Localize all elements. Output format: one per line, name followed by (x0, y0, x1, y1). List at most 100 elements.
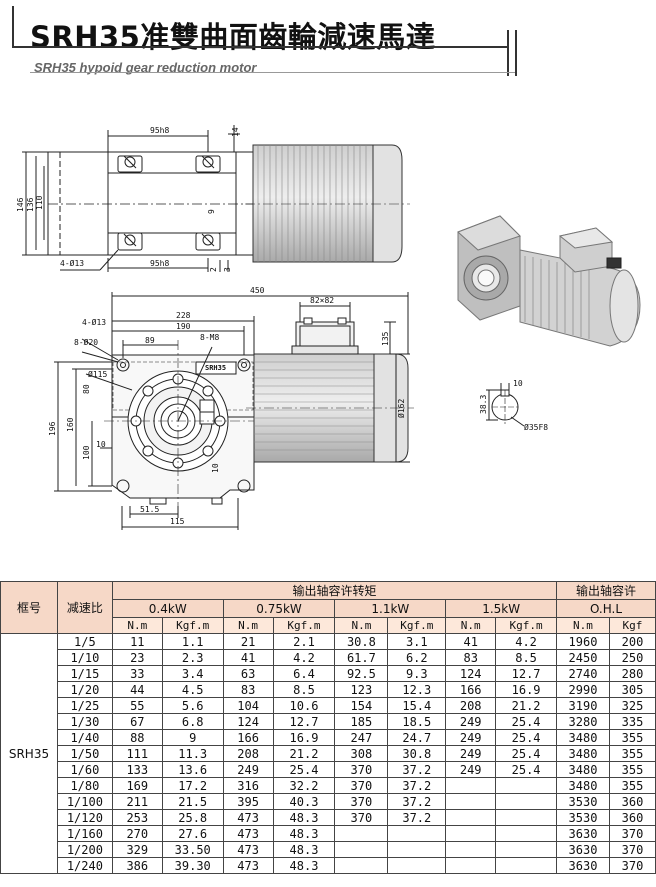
value-cell: 473 (222, 825, 274, 842)
value-cell: 37.2 (387, 793, 447, 810)
unit-header: Kgf.m (272, 617, 336, 634)
power-header: O.H.L (556, 599, 656, 618)
value-cell: 2740 (556, 665, 610, 682)
dim-text: Ø162 (396, 399, 406, 418)
ratio-cell: 1/30 (56, 713, 113, 730)
value-cell: 386 (111, 857, 163, 874)
value-cell: 12.7 (495, 665, 558, 682)
value-cell: 25.4 (272, 761, 336, 778)
value-cell: 11.3 (161, 745, 224, 762)
value-cell: 8.5 (495, 649, 558, 666)
value-cell: 473 (222, 809, 274, 826)
dim-text: Ø115 (88, 369, 107, 379)
ratio-cell: 1/60 (56, 761, 113, 778)
ratio-cell: 1/120 (56, 809, 113, 826)
ratio-cell: 1/10 (56, 649, 113, 666)
unit-header: Kgf.m (387, 617, 447, 634)
value-cell: 355 (608, 729, 656, 746)
value-cell: 335 (608, 713, 656, 730)
value-cell: 8.5 (272, 681, 336, 698)
page-title: SRH35准雙曲面齒輪減速馬達 (30, 20, 436, 54)
value-cell: 16.9 (272, 729, 336, 746)
value-cell: 3630 (556, 825, 610, 842)
value-cell (495, 841, 558, 858)
value-cell: 473 (222, 841, 274, 858)
value-cell: 370 (608, 841, 656, 858)
value-cell: 55 (111, 697, 163, 714)
dim-text: 100 (82, 445, 91, 460)
dim-text: 8-Ø20 (74, 337, 98, 347)
dim-text: 8-M8 (200, 333, 219, 342)
page-header: SRH35准雙曲面齒輪減速馬達 SRH35 hypoid gear reduct… (0, 0, 656, 80)
value-cell: 360 (608, 793, 656, 810)
value-cell: 370 (334, 809, 389, 826)
value-cell (445, 825, 497, 842)
subtitle-rule (30, 72, 515, 73)
value-cell (445, 857, 497, 874)
title-rule (12, 46, 507, 48)
value-cell: 473 (222, 857, 274, 874)
value-cell: 48.3 (272, 841, 336, 858)
value-cell: 325 (608, 697, 656, 714)
value-cell (495, 809, 558, 826)
value-cell: 25.4 (495, 761, 558, 778)
value-cell: 2990 (556, 681, 610, 698)
dim-text: 10 (96, 440, 106, 449)
ohl-header: 输出轴容许 (556, 581, 656, 600)
value-cell: 48.3 (272, 825, 336, 842)
ratio-cell: 1/50 (56, 745, 113, 762)
value-cell: 12.3 (387, 681, 447, 698)
value-cell: 370 (334, 777, 389, 794)
value-cell: 249 (445, 745, 497, 762)
value-cell: 44 (111, 681, 163, 698)
value-cell: 27.6 (161, 825, 224, 842)
value-cell: 17.2 (161, 777, 224, 794)
unit-header: Kgf (608, 617, 656, 634)
value-cell: 11 (111, 633, 163, 650)
value-cell: 67 (111, 713, 163, 730)
value-cell: 166 (222, 729, 274, 746)
value-cell: 4.5 (161, 681, 224, 698)
dim-text: 51.5 (140, 505, 159, 514)
value-cell: 2.3 (161, 649, 224, 666)
unit-header: N.m (445, 617, 497, 634)
value-cell: 185 (334, 713, 389, 730)
value-cell: 3280 (556, 713, 610, 730)
value-cell: 3630 (556, 857, 610, 874)
product-photo (457, 215, 641, 347)
dim-text: 2 (209, 267, 218, 272)
value-cell: 88 (111, 729, 163, 746)
title-bracket-left (12, 6, 14, 48)
ratio-cell: 1/100 (56, 793, 113, 810)
value-cell: 25.4 (495, 729, 558, 746)
value-cell: 25.4 (495, 745, 558, 762)
col-ratio-header: 减速比 (56, 581, 113, 634)
ratio-cell: 1/160 (56, 825, 113, 842)
value-cell: 30.8 (387, 745, 447, 762)
unit-header: Kgf.m (495, 617, 558, 634)
spec-table: 框号 减速比 输出轴容许转矩 输出轴容许 0.4kW 0.75kW 1.1kW … (0, 581, 656, 874)
value-cell: 1.1 (161, 633, 224, 650)
value-cell: 111 (111, 745, 163, 762)
value-cell: 4.2 (495, 633, 558, 650)
value-cell: 208 (222, 745, 274, 762)
value-cell: 21.2 (495, 697, 558, 714)
value-cell: 249 (222, 761, 274, 778)
value-cell: 40.3 (272, 793, 336, 810)
dim-text: 115 (170, 517, 185, 526)
dim-text: 14 (231, 127, 240, 137)
dim-text: 3 (223, 267, 232, 272)
col-frame-header: 框号 (0, 581, 58, 634)
value-cell: 6.4 (272, 665, 336, 682)
nameplate-label: SRH35 (205, 364, 226, 372)
